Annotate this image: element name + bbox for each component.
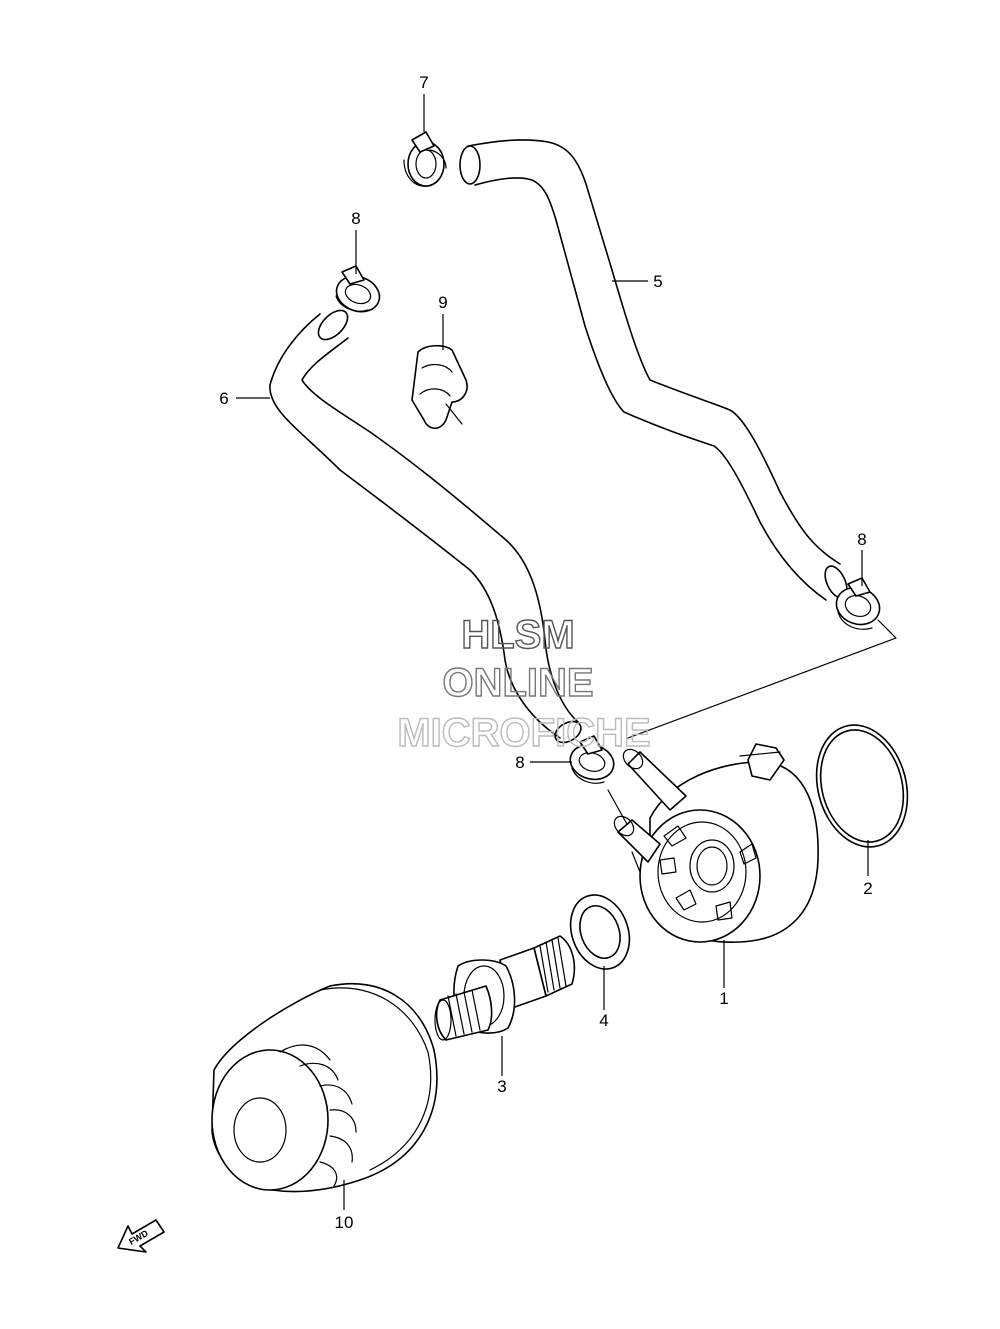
- hose-upper: [459, 139, 848, 601]
- callout-2: 2: [863, 879, 872, 898]
- watermark-line-2: ONLINE: [442, 661, 593, 705]
- leader-lines: [236, 94, 869, 1210]
- watermark: HLSM ONLINE MICROFICHE: [397, 612, 652, 755]
- hose-lower: [269, 309, 582, 744]
- oil-cooler: [607, 619, 897, 943]
- callout-8-lower: 8: [515, 753, 524, 772]
- hose-clamp-8c: [569, 735, 615, 784]
- hose-clamp-8a: [335, 265, 381, 313]
- callout-10: 10: [335, 1213, 354, 1232]
- fwd-arrow: FWD: [117, 1219, 165, 1253]
- oil-filter: [211, 982, 438, 1193]
- callout-5: 5: [653, 272, 662, 291]
- callouts: 7 8 9 6 5 8 8 2 1 4 3 10: [219, 73, 872, 1232]
- watermark-line-1: HLSM: [461, 613, 574, 657]
- gasket-ring: [569, 894, 631, 970]
- hose-clip-9: [411, 344, 468, 430]
- watermark-line-3: MICROFICHE: [397, 711, 650, 755]
- callout-3: 3: [497, 1077, 506, 1096]
- callout-9: 9: [438, 293, 447, 312]
- callout-6: 6: [219, 389, 228, 408]
- hose-clamp-8b: [835, 577, 881, 630]
- callout-8-right: 8: [857, 530, 866, 549]
- union-bolt: [434, 935, 576, 1041]
- callout-4: 4: [599, 1011, 608, 1030]
- o-ring-large: [815, 724, 909, 848]
- callout-1: 1: [719, 989, 728, 1008]
- callout-8-top: 8: [351, 209, 360, 228]
- hose-clamp-7: [403, 131, 447, 187]
- callout-7: 7: [419, 73, 428, 92]
